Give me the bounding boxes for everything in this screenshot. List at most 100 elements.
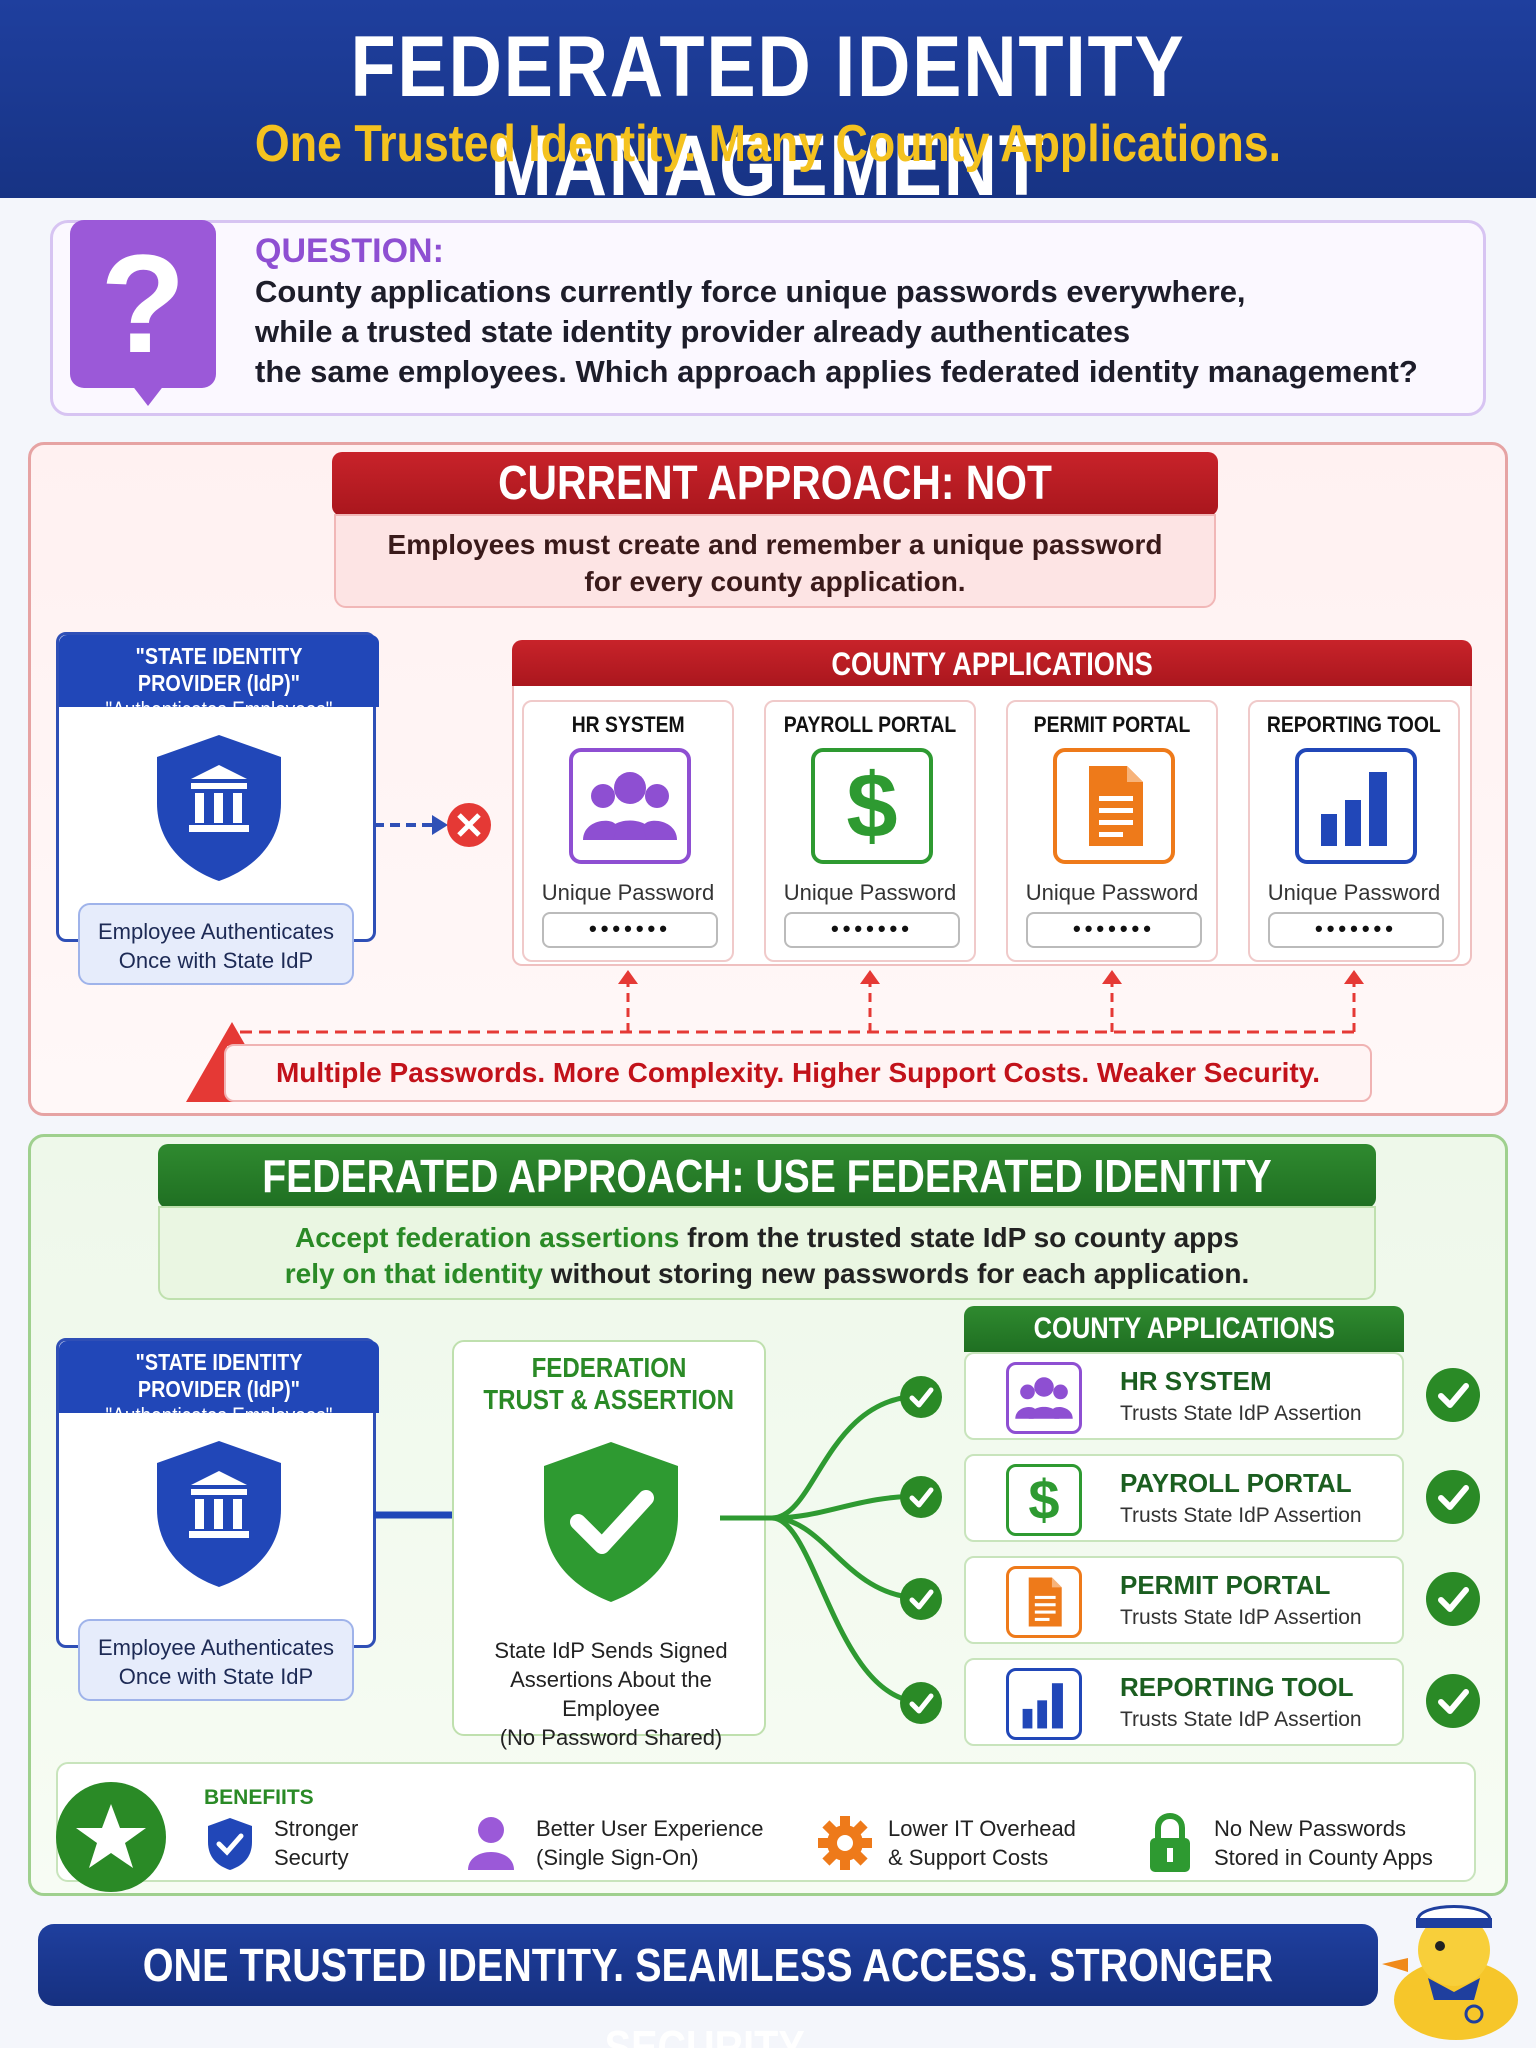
idp-footer-line-2: Once with State IdP <box>118 948 314 973</box>
federated-county-apps-header: COUNTY APPLICATIONS <box>964 1306 1404 1352</box>
check-circle-icon <box>1426 1368 1480 1422</box>
check-circle-icon <box>900 1578 942 1620</box>
fed-app-permit-portal: PERMIT PORTAL Trusts State IdP Assertion <box>964 1556 1404 1644</box>
app-card-hr-system: HR SYSTEM Unique Password ••••••• <box>522 700 734 962</box>
fed-app-name: PAYROLL PORTAL <box>1120 1468 1352 1498</box>
password-label: Unique Password <box>541 880 715 905</box>
federated-approach-title: FEDERATED APPROACH: USE FEDERATED IDENTI… <box>158 1144 1376 1266</box>
app-name: REPORTING TOOL <box>1267 712 1441 737</box>
current-approach-title: CURRENT APPROACH: NOT FEDERATED <box>332 452 1218 574</box>
password-field[interactable]: ••••••• <box>542 912 718 948</box>
question-line-1: County applications currently force uniq… <box>255 274 1246 309</box>
idp-footer-line-2: Once with State IdP <box>118 1664 314 1689</box>
idp-header: "STATE IDENTITY PROVIDER (IdP)" "Authent… <box>59 1341 379 1428</box>
app-card-permit-portal: PERMIT PORTAL Unique Password ••••••• <box>1006 700 1218 962</box>
subtitle-highlight: Accept federation assertions <box>295 1222 680 1253</box>
check-circle-icon <box>900 1376 942 1418</box>
government-shield-icon <box>157 1441 281 1587</box>
people-icon <box>569 748 691 864</box>
current-idp-card: "STATE IDENTITY PROVIDER (IdP)" "Authent… <box>56 632 379 985</box>
gear-icon <box>818 1816 872 1870</box>
star-icon <box>56 1782 166 1892</box>
password-burden-connectors <box>240 970 1364 1034</box>
warning-banner: Multiple Passwords. More Complexity. Hig… <box>224 1044 1372 1102</box>
user-icon <box>468 1817 514 1870</box>
app-name: PERMIT PORTAL <box>1033 712 1191 737</box>
document-icon <box>1006 1566 1082 1638</box>
password-label: Unique Password <box>783 880 957 905</box>
fed-app-payroll-portal: $ PAYROLL PORTAL Trusts State IdP Assert… <box>964 1454 1404 1542</box>
check-circle-icon <box>1426 1572 1480 1626</box>
question-line-2: while a trusted state identity provider … <box>255 314 1131 349</box>
app-name: PAYROLL PORTAL <box>783 712 957 737</box>
question-mark-icon: ? <box>70 220 216 388</box>
current-subtitle-line-2: for every county application. <box>584 566 966 597</box>
header-banner: FEDERATED IDENTITY MANAGEMENT One Truste… <box>0 0 1536 214</box>
subtitle-text: without storing new passwords for each a… <box>542 1258 1250 1289</box>
federation-trust-description: State IdP Sends Signed Assertions About … <box>494 1638 728 1750</box>
app-card-reporting-tool: REPORTING TOOL Unique Password ••••••• <box>1248 700 1460 962</box>
federated-approach-subtitle: Accept federation assertions from the tr… <box>158 1206 1376 1300</box>
check-circle-icon <box>1426 1470 1480 1524</box>
check-circle-icon <box>900 1476 942 1518</box>
subtitle-text: from the trusted state IdP so county app… <box>679 1222 1239 1253</box>
password-field[interactable]: ••••••• <box>784 912 960 948</box>
dollar-icon: $ <box>1006 1464 1082 1536</box>
fed-app-desc: Trusts State IdP Assertion <box>1120 1504 1362 1527</box>
app-card-payroll-portal: PAYROLL PORTAL $ Unique Password ••••••• <box>764 700 976 962</box>
benefit-text: Better User Experience(Single Sign-On) <box>536 1816 764 1870</box>
question-panel <box>50 220 1486 416</box>
password-field[interactable]: ••••••• <box>1026 912 1202 948</box>
fed-app-desc: Trusts State IdP Assertion <box>1120 1402 1362 1425</box>
password-label: Unique Password <box>1267 880 1441 905</box>
government-shield-icon <box>157 735 281 881</box>
federation-trust-title: FEDERATION TRUST & ASSERTION <box>483 1352 735 1415</box>
fed-app-name: REPORTING TOOL <box>1120 1672 1354 1702</box>
fed-app-desc: Trusts State IdP Assertion <box>1120 1606 1362 1629</box>
people-icon <box>1006 1362 1082 1434</box>
footer-banner: ONE TRUSTED IDENTITY. SEAMLESS ACCESS. S… <box>38 1924 1378 2048</box>
benefits-label: BENEFIITS <box>204 1786 314 1809</box>
subtitle-highlight: rely on that identity <box>284 1258 543 1289</box>
fed-app-hr-system: HR SYSTEM Trusts State IdP Assertion <box>964 1352 1404 1440</box>
check-circle-icon <box>1426 1674 1480 1728</box>
idp-footer-line-1: Employee Authenticates <box>97 1635 335 1660</box>
shield-check-icon <box>544 1442 678 1602</box>
fed-app-desc: Trusts State IdP Assertion <box>1120 1708 1362 1731</box>
fed-app-name: HR SYSTEM <box>1120 1366 1272 1396</box>
current-county-apps-header: COUNTY APPLICATIONS <box>512 640 1472 688</box>
bar-chart-icon <box>1006 1668 1082 1740</box>
duck-mascot-icon <box>1382 1905 1518 2040</box>
idp-title: "STATE IDENTITY PROVIDER (IdP)" <box>135 1349 303 1402</box>
dollar-icon: $ <box>811 748 933 864</box>
benefit-text: Lower IT Overhead& Support Costs <box>888 1816 1076 1870</box>
fed-app-reporting-tool: REPORTING TOOL Trusts State IdP Assertio… <box>964 1658 1404 1746</box>
idp-footer-line-1: Employee Authenticates <box>97 919 335 944</box>
document-icon <box>1053 748 1175 864</box>
idp-footer: Employee Authenticates Once with State I… <box>78 1619 354 1701</box>
idp-title: "STATE IDENTITY PROVIDER (IdP)" <box>135 643 303 696</box>
federated-idp-card: "STATE IDENTITY PROVIDER (IdP)" "Authent… <box>56 1338 379 1701</box>
idp-header: "STATE IDENTITY PROVIDER (IdP)" "Authent… <box>59 635 379 722</box>
idp-footer: Employee Authenticates Once with State I… <box>78 903 354 985</box>
password-field[interactable]: ••••••• <box>1268 912 1444 948</box>
lock-icon <box>1150 1813 1190 1872</box>
check-circle-icon <box>900 1682 942 1724</box>
current-subtitle-line-1: Employees must create and remember a uni… <box>387 529 1163 560</box>
page-subtitle: One Trusted Identity. Many County Applic… <box>254 115 1282 173</box>
blocked-connection-arrow <box>374 803 491 847</box>
app-name: HR SYSTEM <box>571 712 685 737</box>
fed-app-name: PERMIT PORTAL <box>1120 1570 1331 1600</box>
shield-check-icon <box>208 1818 252 1870</box>
assertion-fanout-connectors <box>720 1393 923 1705</box>
benefits-bar <box>56 1762 1476 1882</box>
federation-trust-card: FEDERATION TRUST & ASSERTION State IdP S… <box>452 1340 766 1750</box>
current-approach-subtitle: Employees must create and remember a uni… <box>334 514 1216 608</box>
question-label: QUESTION: <box>255 232 444 270</box>
bar-chart-icon <box>1295 748 1417 864</box>
question-line-3: the same employees. Which approach appli… <box>255 354 1418 389</box>
idp-subtitle: "Authenticates Employees" <box>105 697 333 722</box>
password-label: Unique Password <box>1025 880 1199 905</box>
